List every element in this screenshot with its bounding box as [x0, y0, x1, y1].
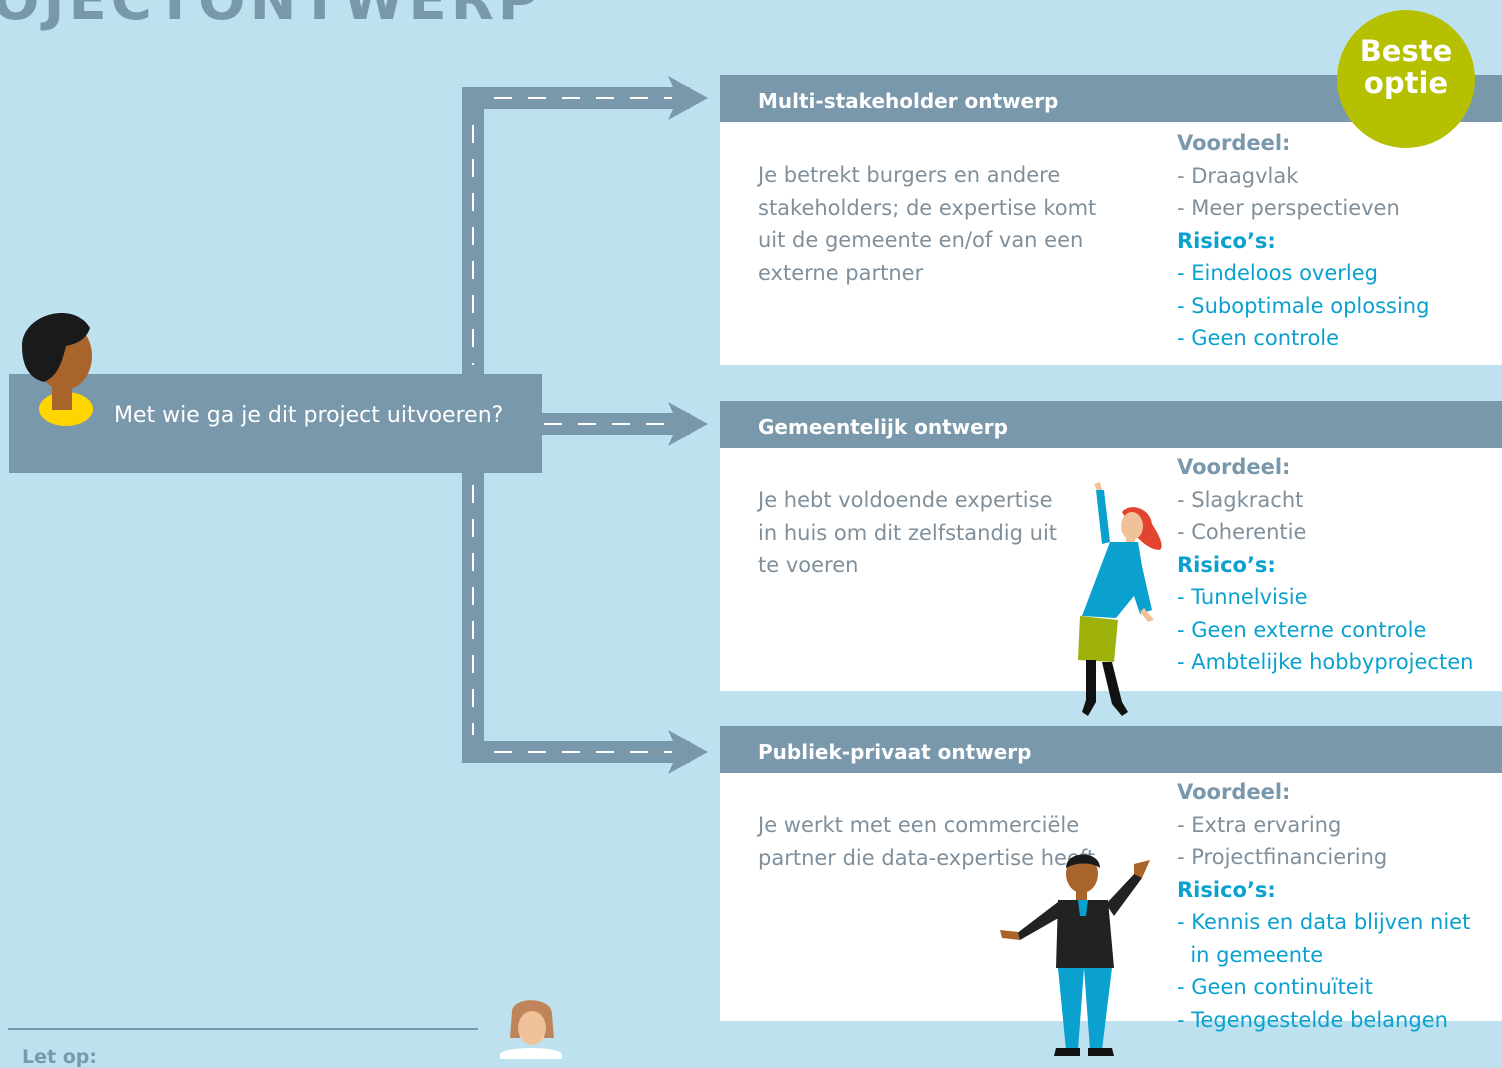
- woman-pointing-illustration: [1078, 482, 1162, 716]
- pro-item: - Draagvlak: [1177, 163, 1299, 188]
- risk-item: - Tegengestelde belangen: [1177, 1007, 1448, 1032]
- risk-item: - Tunnelvisie: [1177, 585, 1308, 609]
- question-box: Met wie ga je dit project uitvoeren?: [9, 374, 542, 473]
- footer-label: Let op:: [22, 1046, 97, 1068]
- risk-item: - Eindeloos overleg: [1177, 261, 1378, 285]
- risks-heading: Risico’s:: [1177, 552, 1276, 577]
- risks-heading: Risico’s:: [1177, 877, 1276, 902]
- pro-item: - Coherentie: [1177, 520, 1307, 544]
- pros-cons-list: Voordeel: - Draagvlak - Meer perspectiev…: [1177, 127, 1429, 355]
- pro-item: - Projectfinanciering: [1177, 845, 1388, 869]
- risks-heading: Risico’s:: [1177, 228, 1276, 253]
- risk-item: - Geen controle: [1177, 326, 1340, 350]
- option-header-publiek-privaat: Publiek-privaat ontwerp: [720, 726, 1502, 773]
- pros-heading: Voordeel:: [1177, 131, 1291, 155]
- woman-illustration-bottom: [500, 1000, 562, 1059]
- pros-cons-list: Voordeel: - Extra ervaring - Projectfina…: [1177, 776, 1470, 1036]
- option-card-publiek-privaat: [720, 773, 1502, 1021]
- risk-item: - Geen continuïteit: [1177, 975, 1373, 999]
- pros-cons-list: Voordeel: - Slagkracht - Coherentie Risi…: [1177, 451, 1473, 679]
- pros-heading: Voordeel:: [1177, 455, 1291, 479]
- pro-item: - Extra ervaring: [1177, 812, 1342, 837]
- page-title: OJECTONTWERP: [0, 0, 543, 33]
- best-option-badge: Beste optie: [1337, 10, 1475, 148]
- question-text: Met wie ga je dit project uitvoeren?: [114, 403, 504, 428]
- risk-item: - Ambtelijke hobbyprojecten: [1177, 650, 1474, 674]
- pros-heading: Voordeel:: [1177, 780, 1291, 804]
- pro-item: - Slagkracht: [1177, 487, 1304, 512]
- risk-item: - Kennis en data blijven niet: [1177, 910, 1471, 934]
- pro-item: - Meer perspectieven: [1177, 196, 1400, 220]
- badge-line-2: optie: [1363, 66, 1449, 100]
- option-description: Je hebt voldoende expertise in huis om d…: [758, 488, 1058, 577]
- badge-line-1: Beste: [1359, 34, 1453, 68]
- risk-item: - Geen externe controle: [1177, 617, 1427, 642]
- option-description: Je betrekt burgers en andere stakeholder…: [758, 163, 1097, 285]
- option-description: Je werkt met een commerciële partner die…: [758, 813, 1096, 870]
- man-gesturing-illustration: [1000, 854, 1150, 1056]
- footer-divider: [8, 1028, 478, 1030]
- person-avatar-icon: [22, 312, 93, 426]
- risk-item: - Suboptimale oplossing: [1177, 293, 1430, 318]
- risk-item: in gemeente: [1177, 942, 1324, 967]
- option-header-gemeentelijk: Gemeentelijk ontwerp: [720, 401, 1502, 448]
- option-card-multi-stakeholder: [720, 122, 1502, 365]
